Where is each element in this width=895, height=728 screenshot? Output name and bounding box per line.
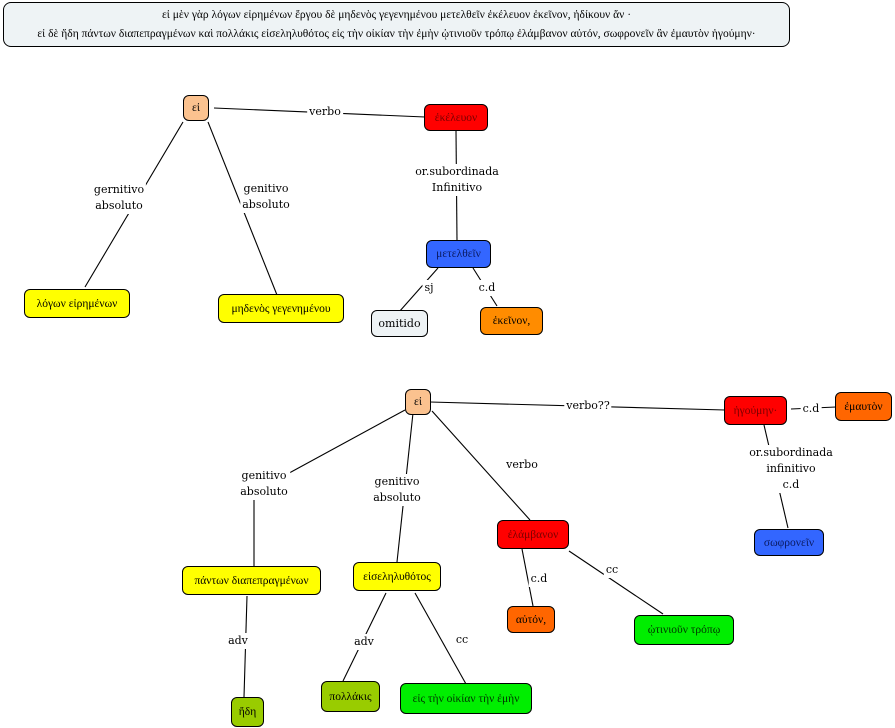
node-medenos-gegenemenou[interactable]: μηδενὸς γεγενημένου (218, 294, 344, 323)
link-label-genitivo-absoluto: genitivo absoluto (238, 468, 290, 500)
edge (521, 548, 534, 607)
node-ei-1[interactable]: εἰ (183, 95, 209, 121)
link-label-genitivo-absoluto: genitivo absoluto (371, 474, 423, 506)
link-label-cc: cc (603, 562, 621, 578)
node-ekeinon[interactable]: ἐκεῖνον, (480, 307, 543, 335)
link-label-or-subordinada-cd: or.subordinada infinitivo c.d (747, 445, 835, 493)
sentence-line-2: εἰ δὲ ἤδη πάντων διαπεπραγμένων καὶ πολλ… (37, 28, 756, 40)
link-label-sj: sj (422, 280, 436, 296)
link-label-or-subordinada: or.subordinada Infinitivo (413, 164, 501, 196)
node-eiseleluthotos[interactable]: εἰσεληλυθότος (353, 562, 441, 591)
link-label-adv: adv (352, 634, 376, 650)
edge (398, 267, 439, 313)
edge (431, 410, 531, 521)
link-label-adv: adv (226, 633, 250, 649)
node-omitido[interactable]: omitido (371, 310, 428, 337)
link-label-cd: c.d (528, 571, 550, 587)
edge (568, 550, 664, 615)
node-egoumen[interactable]: ἡγούμην· (724, 396, 787, 425)
node-ede[interactable]: ἤδη (231, 697, 264, 727)
node-panton-diapepragmenon[interactable]: πάντων διαπεπραγμένων (182, 566, 321, 595)
node-ei-2[interactable]: εἰ (405, 389, 431, 415)
node-auton[interactable]: αὐτόν, (507, 606, 555, 633)
link-label-genitivo-absoluto: gernitivo absoluto (91, 182, 147, 214)
node-pollakis[interactable]: πολλάκις (321, 681, 380, 712)
node-sophronein[interactable]: σωφρονεῖν (754, 529, 824, 556)
node-hotinioun-tropo[interactable]: ᾡτινιοῦν τρόπῳ (634, 615, 734, 645)
link-label-verbo-question: verbo?? (564, 398, 612, 414)
link-label-verbo: verbo (307, 104, 343, 120)
link-label-cd: c.d (800, 401, 822, 417)
sentence-line-1: εἰ μὲν γὰρ λόγων εἰρημένων ἔργου δὲ μηδε… (161, 9, 632, 21)
link-label-cc: cc (453, 632, 471, 648)
node-logon-eiremenon[interactable]: λόγων εἰρημένων (24, 289, 130, 318)
node-metelthein[interactable]: μετελθεῖν (426, 240, 491, 268)
node-ekeleuon[interactable]: ἐκέλευον (424, 104, 488, 131)
node-emauton[interactable]: ἐμαυτὸν (835, 392, 892, 421)
sentence-header: εἰ μὲν γὰρ λόγων εἰρημένων ἔργου δὲ μηδε… (3, 2, 790, 47)
link-label-cd: c.d (476, 280, 498, 296)
link-label-genitivo-absoluto: genitivo absoluto (240, 181, 292, 213)
link-label-verbo: verbo (504, 457, 540, 473)
node-elambanon[interactable]: ἐλάμβανον (497, 520, 569, 549)
edge (414, 592, 467, 685)
node-eis-ten-oikian[interactable]: εἰς τὴν οἰκίαν τὴν ἐμὴν (400, 683, 532, 714)
